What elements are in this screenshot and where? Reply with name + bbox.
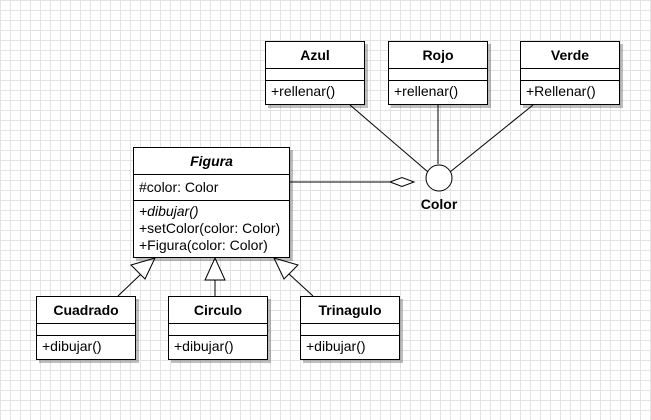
methods-section: +Rellenar() [521, 81, 619, 100]
method: +dibujar() [306, 338, 366, 354]
method: +rellenar() [394, 83, 459, 99]
color-interface-circle [425, 164, 453, 192]
method: +dibujar() [174, 338, 234, 354]
trinagulo-generalization-line [288, 273, 314, 297]
methods-section: +dibujar() +setColor(color: Color) +Figu… [134, 201, 289, 254]
class-name: Figura [134, 148, 289, 175]
attribute: #color: Color [139, 179, 219, 195]
class-name: Cuadrado [37, 297, 135, 324]
trinagulo-generalization-arrow [273, 257, 299, 280]
color-interface-label: Color [420, 196, 458, 212]
attributes-section [266, 69, 364, 81]
attributes-section [521, 69, 619, 81]
class-circulo[interactable]: Circulo +dibujar() [168, 296, 268, 360]
cuadrado-generalization-line [117, 273, 142, 297]
class-name: Rojo [389, 42, 487, 69]
cuadrado-generalization-arrow [130, 257, 156, 280]
method: +setColor(color: Color) [139, 220, 281, 236]
method: +dibujar() [42, 338, 102, 354]
attributes-section [389, 69, 487, 81]
method: +rellenar() [271, 83, 336, 99]
class-rojo[interactable]: Rojo +rellenar() [388, 41, 488, 105]
aggregation-diamond [388, 176, 416, 188]
attributes-section [169, 324, 267, 336]
azul-color-link [349, 104, 429, 173]
method: +dibujar() [139, 203, 199, 219]
class-name: Azul [266, 42, 364, 69]
class-cuadrado[interactable]: Cuadrado +dibujar() [36, 296, 136, 360]
class-verde[interactable]: Verde +Rellenar() [520, 41, 620, 105]
class-trinagulo[interactable]: Trinagulo +dibujar() [300, 296, 400, 360]
method: +Figura(color: Color) [139, 237, 268, 253]
method: +Rellenar() [526, 83, 596, 99]
methods-section: +dibujar() [169, 336, 267, 355]
class-name: Trinagulo [301, 297, 399, 324]
attributes-section: #color: Color [134, 175, 289, 201]
attributes-section [301, 324, 399, 336]
class-name: Circulo [169, 297, 267, 324]
class-figura[interactable]: Figura #color: Color +dibujar() +setColo… [133, 147, 290, 258]
class-name: Verde [521, 42, 619, 69]
methods-section: +dibujar() [301, 336, 399, 355]
methods-section: +rellenar() [266, 81, 364, 100]
attributes-section [37, 324, 135, 336]
verde-color-link [449, 104, 534, 173]
methods-section: +dibujar() [37, 336, 135, 355]
class-azul[interactable]: Azul +rellenar() [265, 41, 365, 105]
circulo-generalization-arrow [204, 256, 226, 281]
methods-section: +rellenar() [389, 81, 487, 100]
